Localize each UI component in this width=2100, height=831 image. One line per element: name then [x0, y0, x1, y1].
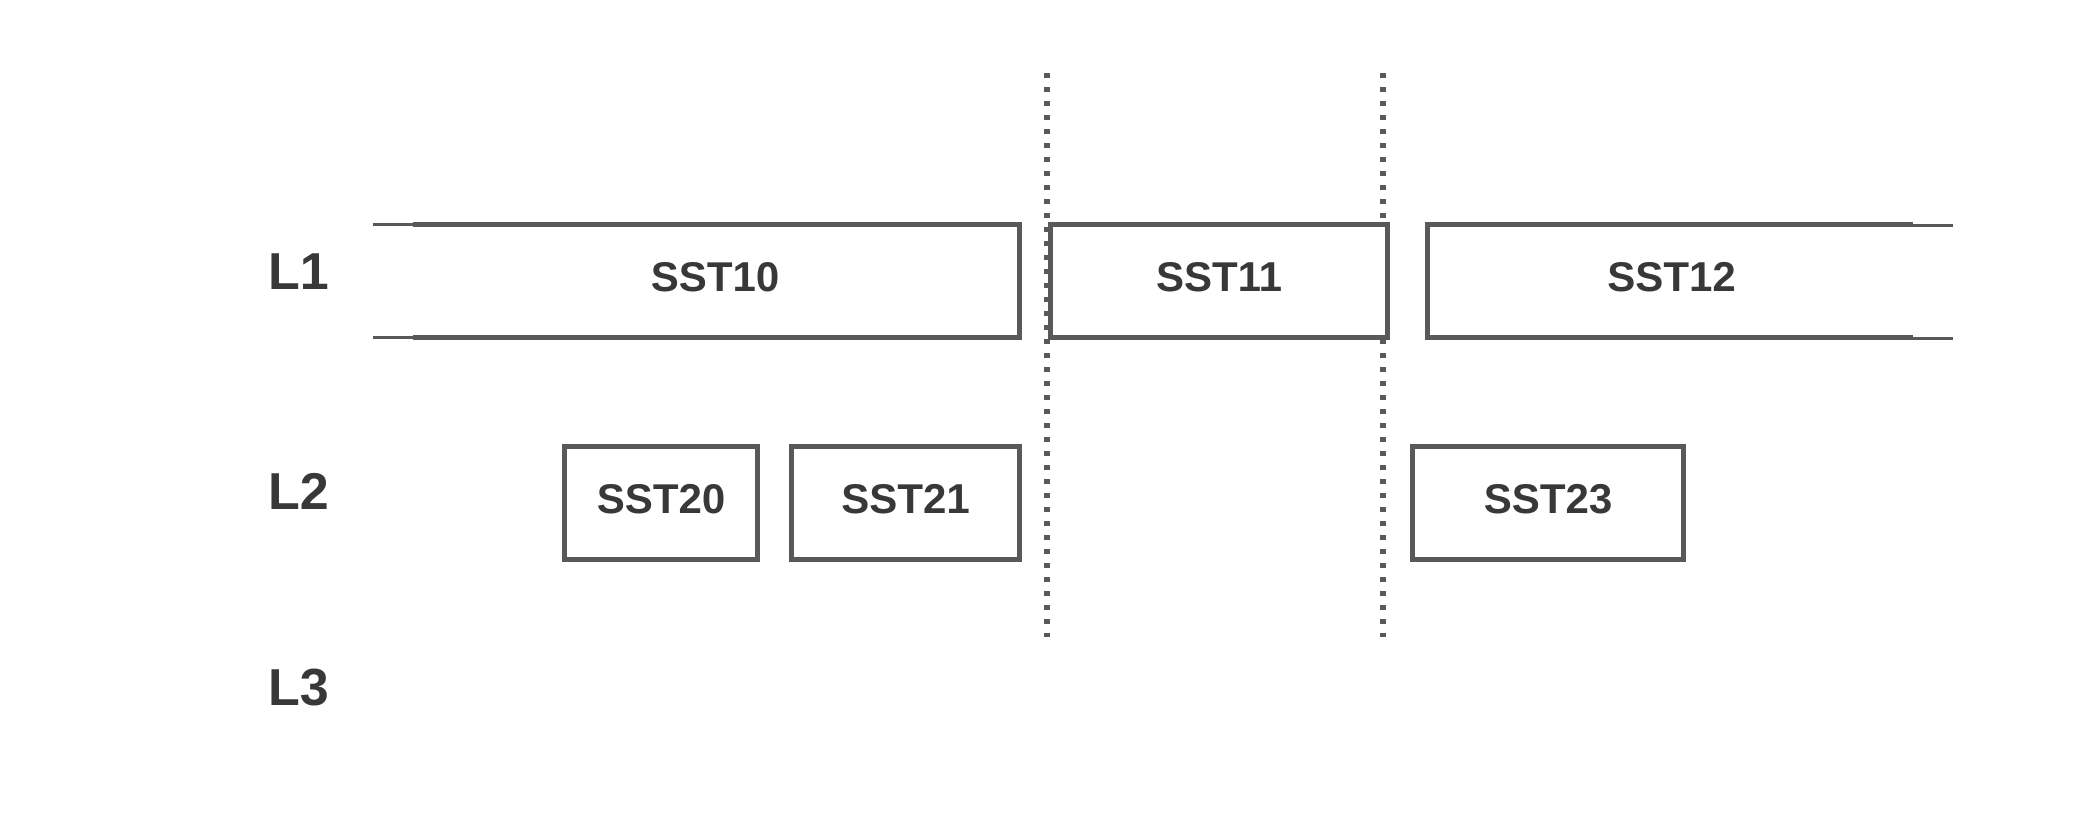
band-continuation-line-bottom-right	[1912, 337, 1953, 340]
dotted-separator-left	[1044, 73, 1050, 637]
lane-label-l1: L1	[268, 243, 329, 301]
box-sst10-label: SST10	[650, 252, 780, 300]
box-sst23-label: SST23	[1483, 474, 1613, 522]
lane-label-l2: L2	[268, 463, 329, 521]
box-sst11-label: SST11	[1155, 252, 1283, 300]
box-sst20-label: SST20	[596, 474, 726, 522]
box-sst21: SST21	[789, 444, 1022, 562]
lane-label-l3: L3	[268, 659, 329, 717]
box-sst12: SST12	[1425, 222, 1913, 340]
box-sst20: SST20	[562, 444, 760, 562]
box-sst23: SST23	[1410, 444, 1686, 562]
box-sst11: SST11	[1048, 222, 1390, 340]
band-continuation-line-bottom-left	[373, 336, 414, 339]
band-continuation-line-top-left	[373, 223, 414, 226]
box-sst12-label: SST12	[1607, 252, 1736, 300]
box-sst21-label: SST21	[841, 474, 970, 522]
box-sst10: SST10	[413, 222, 1022, 340]
band-continuation-line-top-right	[1912, 224, 1953, 227]
dotted-separator-right	[1380, 73, 1386, 637]
